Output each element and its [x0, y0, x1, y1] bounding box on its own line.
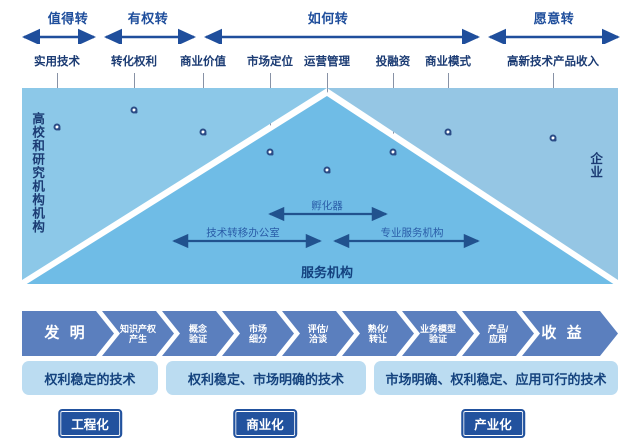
chevron-1 [102, 311, 174, 356]
chevron-label-6: 业务模型 验证 [419, 323, 457, 344]
node-label-2: 商业价值 [180, 56, 226, 68]
inner-caption-service-org: 专业服务机构 [380, 227, 444, 239]
node-label-0: 实用技术 [34, 56, 80, 68]
chevron-4 [282, 311, 354, 356]
chevron-5 [342, 311, 414, 356]
inner-caption-service-main: 服务机构 [300, 265, 354, 280]
node-dot-2 [199, 128, 207, 136]
summary-box-2: 市场明确、权利稳定、应用可行的技术 [374, 361, 618, 395]
node-label-1: 转化权利 [111, 56, 157, 68]
enterprise-triangle [327, 88, 618, 280]
node-label-4: 运营管理 [304, 56, 350, 68]
enterprise-side-label: 企业 [588, 152, 603, 179]
chevron-2 [162, 311, 234, 356]
chevron-label-3: 市场 细分 [248, 323, 268, 344]
chevron-0 [22, 311, 114, 356]
university-triangle [22, 88, 327, 280]
node-label-5: 投融资 [375, 56, 411, 68]
chevron-label-5: 熟化/ 转让 [367, 323, 389, 344]
summary-box-0: 权利稳定的技术 [22, 361, 158, 395]
node-dot-3 [266, 148, 274, 156]
university-side-label: 高校和研究机构机构 [30, 112, 45, 234]
chevron-3 [222, 311, 294, 356]
inner-caption-incubator: 孵化器 [311, 200, 343, 212]
node-dot-4 [323, 166, 331, 174]
chevron-label-1: 知识产权 产生 [119, 323, 157, 344]
chevron-label-8: 收 益 [541, 324, 585, 342]
chevron-label-4: 评估/ 洽谈 [307, 323, 329, 344]
node-label-7: 高新技术产品收入 [507, 56, 599, 68]
phase-label-3: 愿意转 [533, 11, 575, 26]
phase-label-1: 有权转 [127, 11, 169, 26]
node-dot-7 [549, 134, 557, 142]
node-dot-0 [53, 123, 61, 131]
process-chevron-bar [22, 311, 618, 356]
phase-label-0: 值得转 [47, 11, 89, 26]
chevron-7 [462, 311, 534, 356]
triangle-divider-right [325, 90, 620, 287]
chevron-label-0: 发 明 [44, 324, 88, 342]
stage-badge-2: 产业化 [461, 409, 525, 438]
node-dot-6 [444, 128, 452, 136]
node-dot-1 [130, 106, 138, 114]
phase-label-2: 如何转 [307, 11, 349, 26]
chevron-label-7: 产品/ 应用 [487, 323, 509, 344]
summary-box-1: 权利稳定、市场明确的技术 [166, 361, 366, 395]
chevron-8 [522, 311, 618, 356]
node-dot-5 [389, 148, 397, 156]
chevron-label-2: 概念 验证 [188, 323, 208, 344]
chevron-6 [402, 311, 474, 356]
phase-arrows [21, 28, 621, 44]
stage-badge-1: 商业化 [233, 409, 297, 438]
node-label-6: 商业模式 [425, 56, 471, 68]
stage-badge-0: 工程化 [58, 409, 122, 438]
triangle-divider-left [20, 90, 329, 287]
inner-caption-tto: 技术转移办公室 [206, 227, 280, 239]
node-label-3: 市场定位 [247, 56, 293, 68]
